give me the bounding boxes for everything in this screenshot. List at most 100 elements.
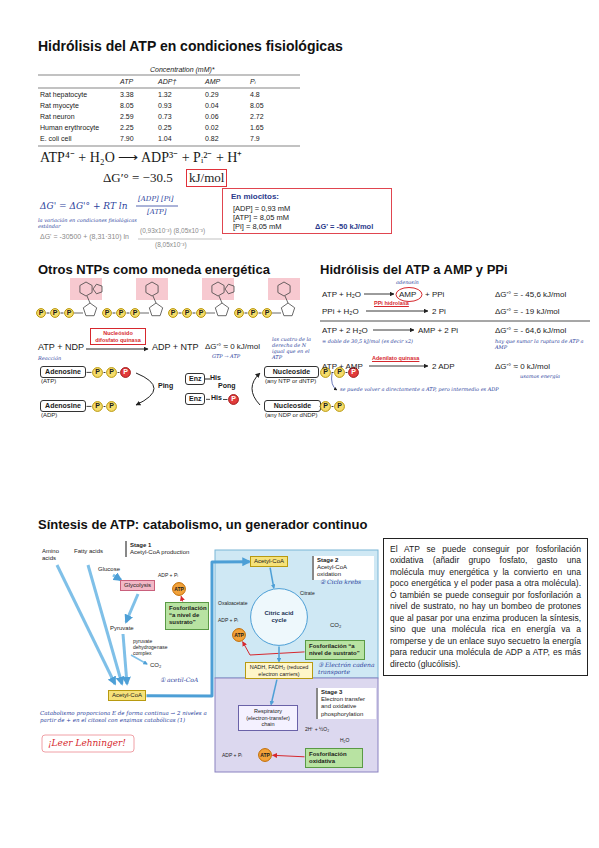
- text-label: Pyruvate: [110, 625, 134, 632]
- highlight: [268, 278, 300, 300]
- phosphate-circle: P: [92, 367, 103, 378]
- stage-label: Stage 3Electron transfer and oxidative p…: [316, 688, 376, 719]
- node-text: P: [39, 309, 44, 317]
- molecule-box: Enz: [185, 393, 205, 405]
- text-label: CO₂: [330, 622, 341, 629]
- circle-shape: [197, 309, 206, 318]
- text-label: ADP + Pᵢ: [222, 752, 242, 758]
- node-text: P: [133, 309, 138, 317]
- table-cell: 0.04: [205, 102, 219, 110]
- text-label: ΔG'° ≈ 0 kJ/mol: [495, 362, 550, 372]
- connector: [147, 562, 250, 696]
- node-text: (any NTP or dNTP): [265, 378, 316, 385]
- bond: [153, 296, 156, 303]
- phosphate-circle: P: [182, 308, 192, 318]
- node-text: Nucleoside: [268, 368, 315, 376]
- text-label: ΔG' = -30500 + (8,31·310) ln: [40, 233, 129, 241]
- node-text: P: [123, 368, 128, 376]
- table-cell: Human erythrocyte: [40, 124, 99, 132]
- info-box: En miocitos:[ADP] = 0,93 mM[ATP] = 8,05 …: [222, 188, 392, 234]
- text-label: [ATP]: [147, 208, 167, 216]
- text-label: usamos energía: [520, 373, 560, 379]
- node-text: [Pi] = 8,05 mM: [233, 222, 282, 231]
- node-text: P: [95, 402, 100, 410]
- text-label: (8,05x10⁻³): [155, 241, 187, 249]
- highlight: [70, 278, 102, 300]
- pathway-box: Glycolysis: [120, 580, 155, 591]
- page-title: Hidrólisis del ATP en condiciones fisiol…: [38, 38, 343, 55]
- table-cell: 0.25: [158, 124, 172, 132]
- node-text: Citric acid cycle: [258, 610, 300, 624]
- node-text: P: [95, 368, 100, 376]
- connector: [273, 755, 305, 757]
- process-box: Fosforilación “a nivel de sustrato”: [165, 602, 209, 630]
- note-box: El ATP se puede conseguir por fosforilac…: [383, 538, 588, 676]
- text-label: AMP + 2 Pi: [418, 326, 458, 336]
- node-text: P: [109, 402, 114, 410]
- circle-shape: [107, 368, 117, 378]
- text-label: ATP + AMP: [322, 362, 363, 372]
- table-cell: 0.02: [205, 124, 219, 132]
- text-label: = doble de 30,5 kJ/mol (es decir x2): [322, 338, 472, 344]
- text-label: Citrate: [300, 590, 315, 596]
- text-label: Glucose: [98, 566, 120, 573]
- phosphate-circle: P: [130, 308, 140, 318]
- connector: [245, 313, 248, 314]
- text-label: ③ Electrón cadena transporte: [318, 661, 376, 675]
- node-text: Stage 3: [321, 689, 373, 696]
- table-cell: ADP†: [158, 78, 176, 86]
- circle-shape: [233, 629, 246, 642]
- table-cell: 1.04: [158, 135, 172, 143]
- bond: [272, 313, 281, 314]
- molecule-box: Enz: [185, 373, 205, 385]
- highlight: [136, 278, 168, 300]
- table-cell: 0.82: [205, 135, 219, 143]
- phosphate-circle: P: [102, 308, 112, 318]
- table-cell: 2.25: [120, 124, 134, 132]
- text-label: GTP → ATP: [212, 353, 240, 359]
- metabolite-box: Acetyl-CoA: [250, 556, 288, 567]
- node-text: (any NDP or dNDP): [265, 412, 318, 419]
- bond: [219, 296, 222, 303]
- text-label: (0,93x10⁻³) (8,05x10⁻³): [140, 227, 205, 235]
- text-label: 2 ADP: [432, 362, 455, 372]
- node-text: Enz: [189, 395, 201, 403]
- connector: [332, 372, 334, 373]
- node-text: P: [199, 309, 204, 317]
- node-text: ΔG' = -50 kJ/mol: [315, 222, 373, 231]
- text-label: ① acetil-CoA: [160, 676, 198, 683]
- text-label: ΔG'° = - 19 kJ/mol: [495, 307, 560, 317]
- text-label: 2H⁺ + ½O₂: [305, 726, 329, 732]
- table-cell: 8.05: [250, 102, 264, 110]
- node-text: Adenosine: [44, 368, 82, 376]
- connector: [181, 596, 183, 601]
- molecule-box: Nucleoside(any NDP or dNDP): [264, 400, 321, 412]
- carrier-box: NADH, FADH₂ (reduced electron carriers): [245, 662, 313, 679]
- text-label: ΔG′° = −30.5: [103, 170, 173, 186]
- circle-shape: [103, 309, 112, 318]
- sugar-ring: [281, 303, 294, 316]
- connector: [179, 313, 182, 314]
- enzyme-box: Nucleósido difosfato quinasa: [90, 328, 146, 345]
- node-text: P: [119, 309, 124, 317]
- phosphate-circle: P: [36, 308, 46, 318]
- circle-shape: [251, 589, 308, 646]
- connector: [271, 680, 277, 705]
- text-label: + PPi: [425, 290, 444, 300]
- text-label: Hidrólisis del ATP a AMP y PPi: [320, 262, 508, 278]
- text-label: Adenilato quinasa: [372, 355, 419, 362]
- chain-box: Respiratory (electron-transfer) chain: [238, 705, 298, 731]
- table-cell: 4.8: [250, 91, 260, 99]
- node-text: kJ/mol: [189, 170, 224, 186]
- sugar-ring: [215, 303, 228, 316]
- table-cell: 7.9: [250, 135, 260, 143]
- connector: [104, 406, 106, 407]
- node-text: Acetyl-CoA production: [130, 549, 194, 556]
- connector: [87, 372, 92, 373]
- base-ring: [225, 284, 234, 294]
- table-cell: 0.06: [205, 113, 219, 121]
- table-cell: AMP: [205, 78, 220, 86]
- phosphate-circle: P: [106, 401, 117, 412]
- base-ring: [93, 284, 102, 294]
- connector: [259, 313, 262, 314]
